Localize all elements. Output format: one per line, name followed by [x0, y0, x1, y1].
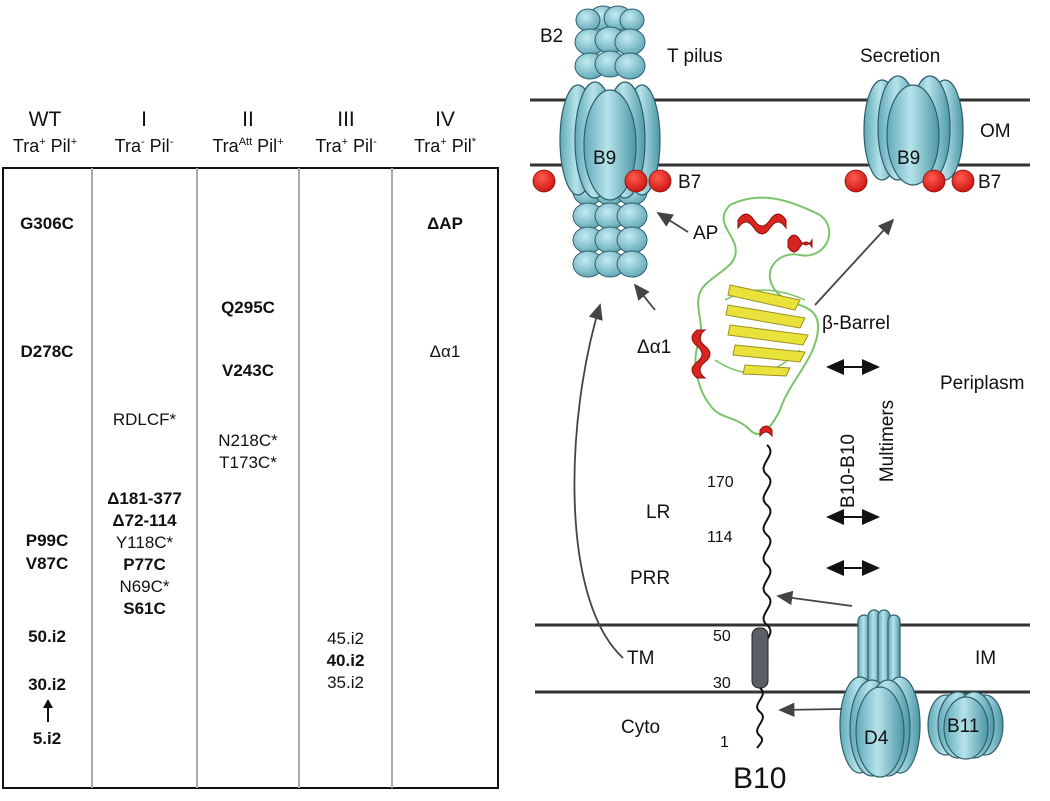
phenotype: Tra+ Pil+: [12, 136, 78, 156]
b10-cyto-tail: [756, 687, 764, 749]
label-im: IM: [975, 648, 997, 669]
mutation-i: S61C: [123, 599, 166, 618]
label-multimers-2: Multimers: [877, 399, 899, 483]
label-cyto: Cyto: [621, 717, 661, 738]
label-prr: PRR: [630, 568, 671, 589]
b7-left: [532, 169, 672, 193]
col-header-iii: III Tra+ Pil-: [300, 108, 392, 156]
b7-right: [844, 169, 975, 193]
arrow-ap: [656, 212, 689, 233]
col-label: III: [337, 108, 355, 131]
table-frame: [2, 167, 499, 789]
label-alpha1: Δα1: [637, 337, 672, 358]
col-label: II: [242, 108, 254, 131]
mutation-ii: V243C: [222, 361, 274, 380]
mutation-wt: 5.i2: [32, 729, 62, 748]
label-secretion: Secretion: [860, 46, 941, 67]
mutation-iii: 45.i2: [327, 629, 364, 648]
mutation-ii: T173C*: [219, 453, 277, 472]
mutation-i: N69C*: [119, 577, 170, 596]
b10-linker: [759, 444, 772, 658]
label-114: 114: [707, 529, 733, 546]
phenotype: Tra+ Pil-: [315, 136, 377, 156]
mutation-iv: Δα1: [429, 342, 461, 361]
mutation-wt: V87C: [25, 554, 69, 573]
label-b10: B10: [733, 762, 787, 795]
inner-membrane: [535, 623, 1030, 694]
mutation-i: Δ72-114: [112, 511, 177, 530]
arrow-secretion: [814, 218, 895, 306]
b11-complex: [927, 691, 1004, 760]
mutation-ii: N218C*: [218, 431, 278, 450]
mutation-iii: 40.i2: [326, 651, 365, 670]
col-header-ii: II TraAtt Pil+: [196, 108, 300, 156]
label-tm: TM: [627, 648, 655, 669]
col-header-iv: IV Tra+ Pil*: [392, 108, 498, 156]
label-lr: LR: [646, 502, 671, 523]
arrow-d4-prr: [776, 590, 853, 607]
col-label: WT: [28, 108, 62, 131]
arrow-tm-to-pilus: [573, 303, 624, 659]
phenotype: Tra- Pil-: [114, 136, 174, 156]
label-b2: B2: [540, 26, 564, 47]
tm-segment: [751, 627, 769, 689]
label-170: 170: [707, 474, 734, 491]
label-beta-barrel: β-Barrel: [822, 313, 890, 334]
d4-complex: [839, 609, 921, 778]
label-1: 1: [720, 734, 729, 751]
mutation-wt: D278C: [20, 342, 74, 361]
col-label: I: [141, 108, 147, 131]
col-header-wt: WT Tra+ Pil+: [2, 108, 88, 156]
label-t-pilus: T pilus: [667, 46, 723, 67]
mutation-wt: G306C: [20, 214, 74, 233]
label-b11: B11: [947, 716, 980, 737]
label-om: OM: [980, 121, 1011, 142]
b9-left-complex: [559, 81, 661, 201]
arrow-d4-cyto: [778, 702, 843, 717]
mutation-i: P77C: [123, 555, 166, 574]
label-b7-left: B7: [678, 172, 702, 193]
label-d4: D4: [864, 728, 889, 749]
b10-structure: [691, 196, 831, 438]
mutation-i: Δ181-377: [107, 489, 182, 508]
mutation-wt: 30.i2: [28, 675, 66, 694]
mutation-iii: 35.i2: [327, 673, 364, 692]
mutation-i: RDLCF*: [112, 410, 177, 429]
label-b7-right: B7: [978, 172, 1002, 193]
mutation-wt: P99C: [25, 531, 69, 550]
label-b9-right: B9: [897, 148, 921, 169]
col-label: IV: [435, 108, 455, 131]
label-50: 50: [713, 628, 731, 645]
label-b9-left: B9: [593, 148, 617, 169]
phenotype: Tra+ Pil*: [413, 136, 477, 156]
mutation-ii: Q295C: [221, 298, 275, 317]
label-30: 30: [713, 675, 731, 692]
b2-pilus: [572, 5, 648, 278]
col-header-i: I Tra- Pil-: [92, 108, 196, 156]
label-ap: AP: [693, 223, 719, 244]
mutation-wt: 50.i2: [28, 627, 66, 646]
phenotype: TraAtt Pil+: [212, 136, 284, 156]
arrow-alpha1: [633, 283, 656, 311]
mutation-i: Y118C*: [115, 533, 174, 552]
mutation-iv: ΔAP: [427, 214, 463, 233]
b9-right-complex: [863, 75, 964, 186]
label-multimers-1: B10-B10: [837, 434, 859, 508]
label-periplasm: Periplasm: [940, 373, 1025, 394]
